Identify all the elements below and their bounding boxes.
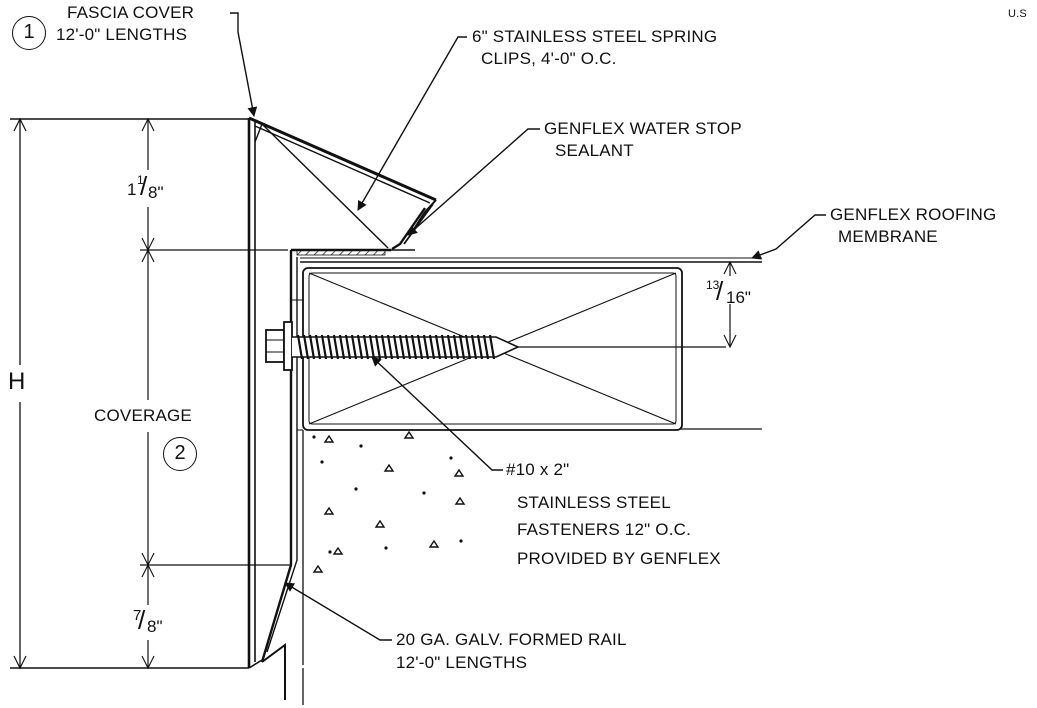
membrane-offset-dimension bbox=[723, 260, 737, 349]
membrane-offset-denominator: 16" bbox=[726, 288, 751, 307]
fasteners-label-line2: STAINLESS STEEL bbox=[517, 493, 671, 512]
formed-rail-label-line2: 12'-0" LENGTHS bbox=[396, 653, 528, 672]
leader-lines bbox=[230, 12, 826, 641]
roofing-membrane-label-line1: GENFLEX ROOFING bbox=[830, 205, 997, 224]
spring-clip bbox=[261, 123, 434, 251]
bottom-gap-numerator: 7 bbox=[133, 607, 142, 624]
membrane-offset-numerator: 13 bbox=[706, 278, 720, 292]
coverage-label: COVERAGE bbox=[94, 406, 192, 425]
water-stop-label-line1: GENFLEX WATER STOP bbox=[544, 119, 742, 138]
bottom-gap-denominator: 8" bbox=[147, 617, 163, 636]
fasteners-label-line4: PROVIDED BY GENFLEX bbox=[517, 549, 721, 568]
concrete-aggregate bbox=[312, 430, 466, 573]
fascia-cover-label-line2: 12'-0" LENGTHS bbox=[56, 25, 188, 44]
fasteners-label-line3: FASTENERS 12" O.C. bbox=[517, 520, 692, 539]
roofing-membrane-lines bbox=[300, 249, 762, 430]
membrane-offset-dimension-label: 13 / 16" bbox=[706, 276, 751, 307]
spring-clips-label-line2: CLIPS, 4'-0" O.C. bbox=[481, 49, 617, 68]
top-gap-denominator: 8" bbox=[148, 183, 164, 202]
top-gap-numerator: 1 bbox=[137, 173, 144, 187]
inner-dimension-line bbox=[140, 117, 292, 670]
water-stop-label-line2: SEALANT bbox=[555, 141, 634, 160]
fasteners-label-line1: #10 x 2" bbox=[506, 460, 570, 479]
callout-two-badge: 2 bbox=[163, 437, 197, 471]
height-dimension-label: H bbox=[8, 368, 26, 395]
formed-rail-label-line1: 20 GA. GALV. FORMED RAIL bbox=[396, 630, 627, 649]
corner-mark: U.S bbox=[1008, 8, 1027, 20]
fascia-cover-label-line1: FASCIA COVER bbox=[67, 3, 195, 22]
formed-rail bbox=[260, 248, 391, 705]
fascia-cover bbox=[247, 116, 437, 669]
roofing-membrane-label-line2: MEMBRANE bbox=[838, 227, 938, 246]
height-dimension bbox=[10, 117, 249, 670]
top-gap-whole: 1 bbox=[127, 180, 137, 199]
fastener-screw bbox=[265, 321, 726, 371]
callout-one-badge: 1 bbox=[12, 16, 46, 50]
top-gap-dimension: 1 1 / 8" bbox=[127, 171, 164, 202]
spring-clips-label-line1: 6" STAINLESS STEEL SPRING bbox=[472, 27, 718, 46]
bottom-gap-dimension: 7 / 8" bbox=[133, 605, 163, 636]
concrete-dots bbox=[312, 435, 463, 554]
